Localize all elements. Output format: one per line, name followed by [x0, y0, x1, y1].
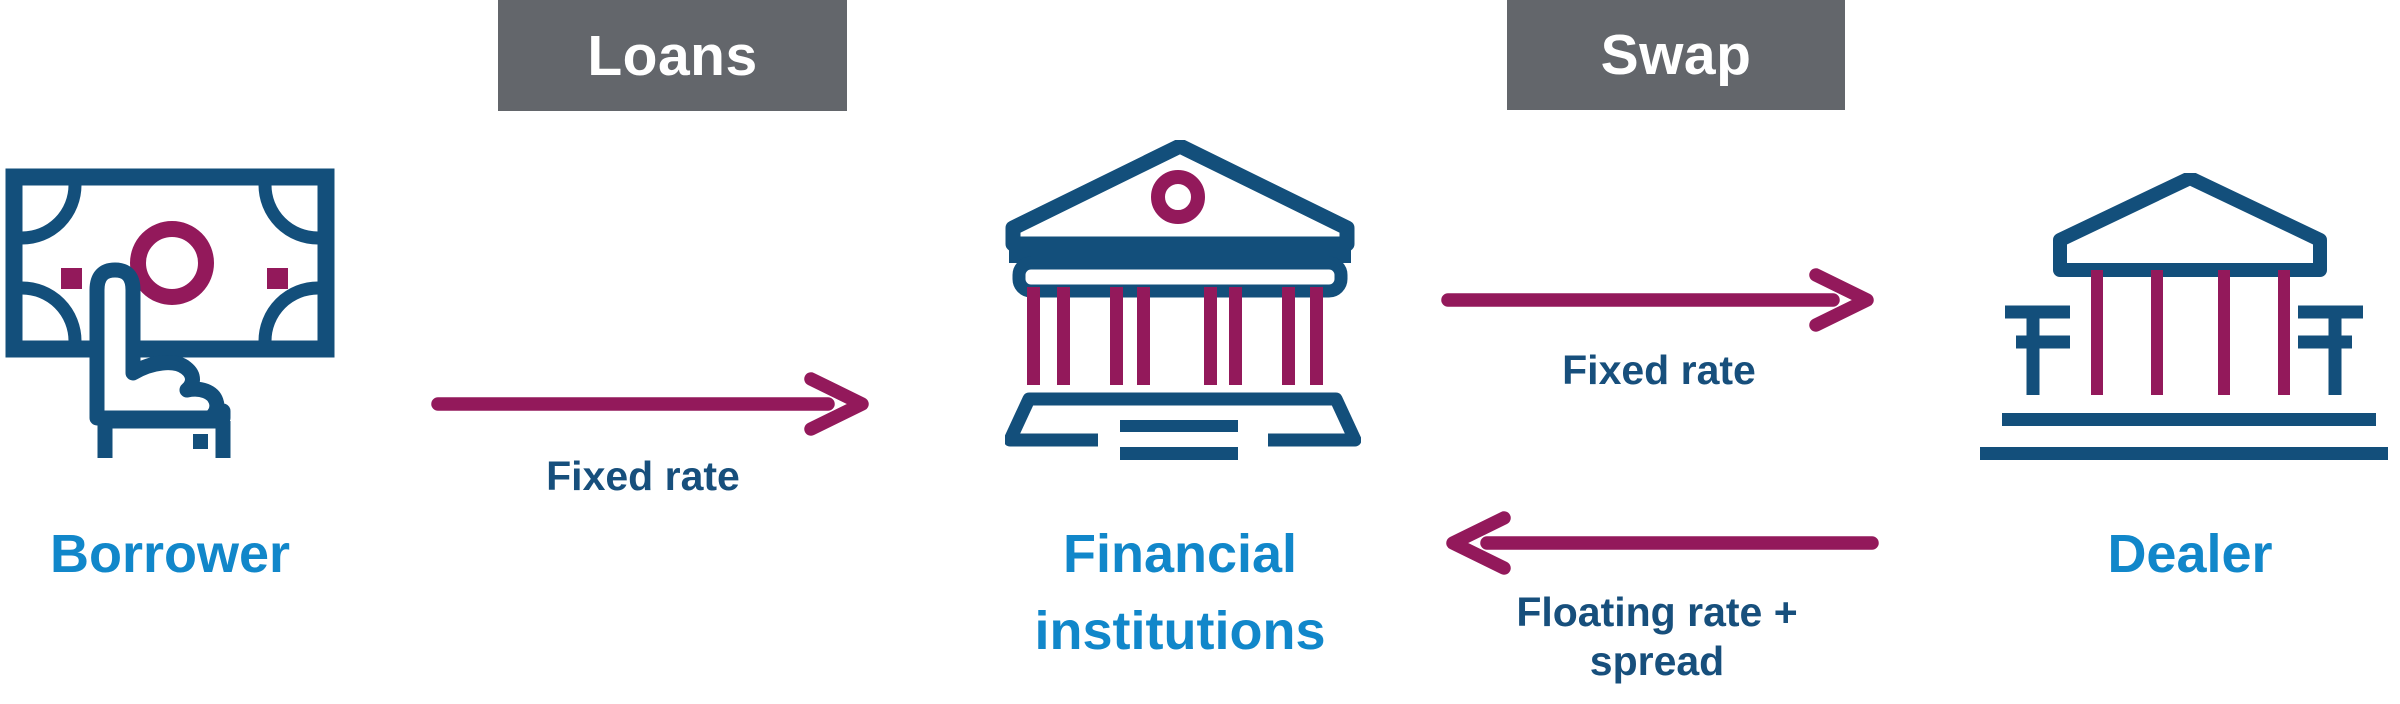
- loans-header: Loans: [498, 0, 847, 111]
- swap-fixed-rate-arrow-right-icon: [1441, 268, 1874, 332]
- loan-fixed-rate-label: Fixed rate: [546, 453, 740, 499]
- swap-header-label: Swap: [1600, 23, 1752, 87]
- dealer-node-label: Dealer: [2107, 524, 2273, 584]
- cash-in-hand-icon: [5, 168, 335, 458]
- bank-building-icon: [1005, 140, 1361, 460]
- swap-header: Swap: [1507, 0, 1845, 110]
- loans-header-label: Loans: [587, 23, 758, 88]
- swap-floating-rate-label: Floating rate + spread: [1516, 589, 1798, 685]
- swap-fixed-rate-label: Fixed rate: [1562, 347, 1756, 393]
- bank-with-benches-icon: [1980, 173, 2388, 460]
- loan-fixed-rate-arrow-right-icon: [431, 372, 869, 436]
- borrower-node-label: Borrower: [49, 524, 291, 584]
- financial-institutions-node-label: Financial institutions: [1034, 524, 1326, 661]
- swap-floating-rate-arrow-left-icon: [1446, 511, 1879, 575]
